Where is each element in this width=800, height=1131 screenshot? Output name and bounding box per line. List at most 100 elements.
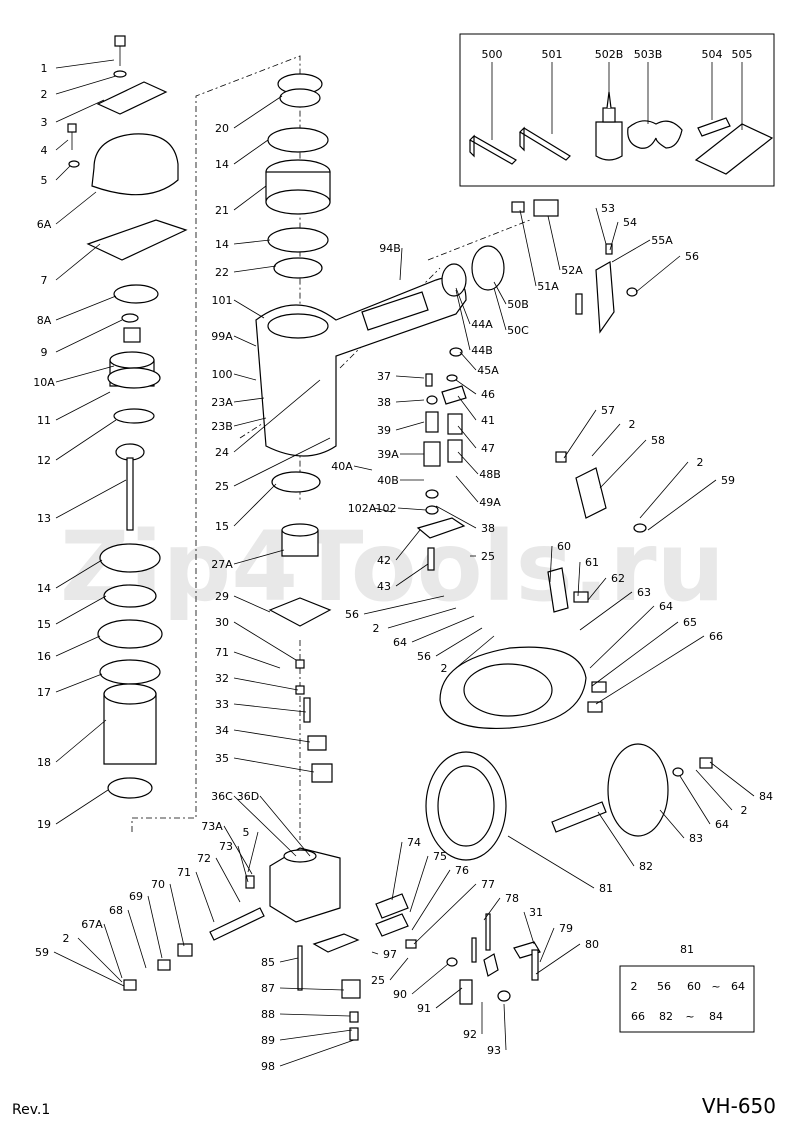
leader-line <box>233 239 271 245</box>
leader-line <box>579 591 633 631</box>
leader-line <box>55 595 107 625</box>
callout-left: 10A <box>33 376 55 389</box>
leader-line <box>435 627 483 657</box>
callout-center: 71 <box>215 646 229 659</box>
callout-right: 77 <box>481 878 495 891</box>
leader-line <box>233 335 257 347</box>
callout-right: 55A <box>651 234 673 247</box>
leader-line <box>457 395 477 421</box>
leader-line <box>233 417 267 427</box>
leader-line <box>55 191 97 225</box>
callout-right: 64 <box>715 818 729 831</box>
callout-right: 102A <box>348 502 377 515</box>
leader-line <box>503 1003 507 1051</box>
callout-right: 56 <box>345 608 359 621</box>
callout-center: 22 <box>215 266 229 279</box>
leader-line <box>233 397 265 403</box>
leader-line <box>195 871 215 923</box>
callout-center: 36C <box>211 790 233 803</box>
leader-line <box>233 185 267 211</box>
callout-right: 53 <box>601 202 615 215</box>
callout-right: 64 <box>393 636 407 649</box>
leader-line <box>233 651 281 669</box>
leader-line <box>599 439 647 489</box>
callout-center: 24 <box>215 446 229 459</box>
leader-line <box>223 825 253 875</box>
center-housing <box>255 73 467 627</box>
kit-row2-item: 66 <box>631 1010 645 1023</box>
leader-line <box>279 1029 353 1041</box>
leader-line <box>535 943 581 975</box>
leader-line <box>55 75 117 95</box>
callout-right: 88 <box>261 1008 275 1021</box>
leader-line <box>435 505 477 529</box>
callout-center: 70 <box>151 878 165 891</box>
leader-line <box>233 379 321 453</box>
callout-left: 16 <box>37 650 51 663</box>
leader-line <box>279 957 299 963</box>
leader-line <box>695 769 733 811</box>
leader-line <box>397 507 427 511</box>
leader-line <box>233 757 315 773</box>
leader-line <box>395 563 429 587</box>
leader-line <box>55 365 115 383</box>
leader-line <box>391 841 403 901</box>
callout-right: 60 <box>557 540 571 553</box>
leader-line <box>493 281 507 305</box>
kit-row1-item: 2 <box>631 980 638 993</box>
callout-center: 33 <box>215 698 229 711</box>
callout-right: 2 <box>373 622 380 635</box>
callout-center: 30 <box>215 616 229 629</box>
callout-right: 56 <box>417 650 431 663</box>
leader-line <box>395 399 425 403</box>
leader-line <box>55 295 117 321</box>
callout-center: 72 <box>197 852 211 865</box>
callout-center: 15 <box>215 520 229 533</box>
callout-right: 80 <box>585 938 599 951</box>
callout-right: 48B <box>479 468 501 481</box>
leader-line <box>77 937 123 983</box>
callout-right: 40A <box>331 460 353 473</box>
kit-row1-item: 60 <box>687 980 701 993</box>
callout-right: 52A <box>561 264 583 277</box>
callout-right: 65 <box>683 616 697 629</box>
callout-right: 89 <box>261 1034 275 1047</box>
callout-center: 14 <box>215 238 229 251</box>
leader-line <box>233 729 311 743</box>
callout-right: 62 <box>611 572 625 585</box>
callout-right: 25 <box>371 974 385 987</box>
callout-center: 36D <box>237 790 259 803</box>
leader-line <box>395 529 421 561</box>
leader-line <box>55 99 105 123</box>
callout-center: 67A <box>81 918 103 931</box>
left-cap-assembly <box>67 35 188 799</box>
callout-left: 4 <box>41 144 48 157</box>
leader-line <box>55 139 69 151</box>
callout-center: 2 <box>63 932 70 945</box>
leader-line <box>459 351 477 371</box>
callout-right: 56 <box>685 250 699 263</box>
callout-leaders <box>53 59 755 1067</box>
callout-right: 66 <box>709 630 723 643</box>
callout-right: 90 <box>393 988 407 1001</box>
callout-center: 20 <box>215 122 229 135</box>
leader-line <box>493 287 507 331</box>
watermark-text: Zip4Tools.ru <box>60 511 725 623</box>
callout-right: 91 <box>417 1002 431 1015</box>
callout-right: 31 <box>529 906 543 919</box>
callout-right: 39A <box>377 448 399 461</box>
leader-line <box>409 855 429 913</box>
callout-center: 23B <box>211 420 233 433</box>
callout-right: 87 <box>261 982 275 995</box>
leader-line <box>53 951 125 987</box>
leader-line <box>233 795 297 857</box>
callout-right: 44A <box>471 318 493 331</box>
callout-center: 21 <box>215 204 229 217</box>
callout-right: 102 <box>376 502 397 515</box>
leader-line <box>455 289 471 351</box>
leader-line <box>169 883 185 947</box>
leader-line <box>127 909 147 969</box>
callout-right: 74 <box>407 836 421 849</box>
callout-center: 100 <box>212 368 233 381</box>
